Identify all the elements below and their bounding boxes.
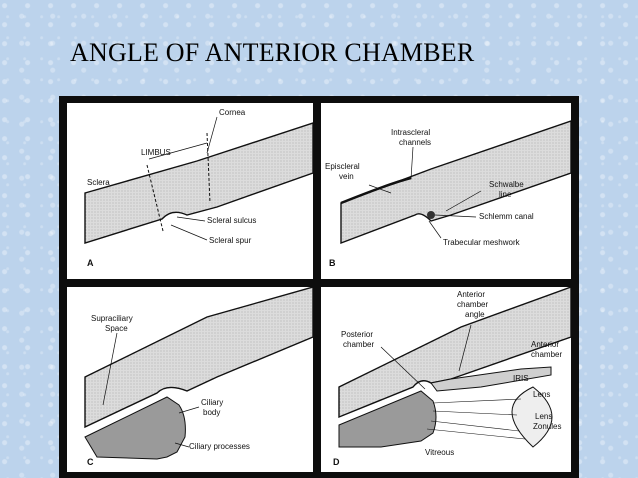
ciliary-body-shape <box>84 396 186 460</box>
schlemm-leader <box>434 214 477 218</box>
spur-leader <box>170 224 208 241</box>
label-schwalbe-2: line <box>499 190 512 199</box>
label-intrascleral-1: Intrascleral <box>391 128 430 137</box>
label-posterior-1: Posterior <box>341 330 373 339</box>
panel-d: Anterior chamber angle Posterior chamber… <box>321 287 571 472</box>
label-ac-angle-3: angle <box>465 310 485 319</box>
panel-b: Intrascleral channels Episcleral vein Sc… <box>321 103 571 279</box>
panel-a: Cornea LIMBUS Sclera Scleral sulcus Scle… <box>67 103 313 279</box>
label-sclera: Sclera <box>87 178 110 187</box>
panel-c-illustration: Supraciliary Space Ciliary body Ciliary … <box>84 287 313 467</box>
ciliary-body-leader <box>178 406 200 414</box>
label-vitreous: Vitreous <box>425 448 454 457</box>
schwalbe-leader <box>445 190 482 212</box>
zonule-fibers <box>426 398 526 440</box>
iris-shape <box>430 366 552 392</box>
supraciliary-leader <box>102 332 118 406</box>
label-ac-angle-1: Anterior <box>457 290 485 299</box>
limbus-line-2 <box>206 132 211 204</box>
label-iris: IRIS <box>513 374 529 383</box>
schlemm-canal-shape <box>427 211 435 219</box>
label-ciliary-body-1: Ciliary <box>201 398 223 407</box>
lens-shape <box>511 386 553 448</box>
label-schlemm: Schlemm canal <box>479 212 534 221</box>
label-limbus: LIMBUS <box>141 148 171 157</box>
label-episcleral-1: Episcleral <box>325 162 360 171</box>
ciliary-processes-leader <box>174 442 190 448</box>
label-ac-angle-2: chamber <box>457 300 488 309</box>
panel-letter-c: C <box>87 457 94 467</box>
cornea-leader <box>206 116 218 154</box>
panel-letter-b: B <box>329 258 336 268</box>
label-trabecular: Trabecular meshwork <box>443 238 521 247</box>
panel-d-illustration: Anterior chamber angle Posterior chamber… <box>333 287 571 467</box>
label-ciliary-body-2: body <box>203 408 220 417</box>
panel-c: Supraciliary Space Ciliary body Ciliary … <box>67 287 313 472</box>
label-lens-zonules-2: Zonules <box>533 422 561 431</box>
cornea-sclera-band-b <box>340 120 571 245</box>
limbus-bracket <box>148 142 208 160</box>
panel-letter-d: D <box>333 457 340 467</box>
episcleral-leader <box>368 184 392 194</box>
cornea-sclera-band-c <box>84 287 313 429</box>
intrascleral-leader <box>410 146 414 180</box>
ciliary-body-shape-d <box>338 390 437 448</box>
episcleral-vein-shape <box>340 176 412 205</box>
ac-angle-leader <box>458 324 472 372</box>
cornea-sclera-band-d <box>338 287 571 419</box>
label-anterior-2: chamber <box>531 350 562 359</box>
label-supraciliary-1: Supraciliary <box>91 314 133 323</box>
label-cornea: Cornea <box>219 108 246 117</box>
panel-b-illustration: Intrascleral channels Episcleral vein Sc… <box>325 120 571 268</box>
label-ciliary-processes: Ciliary processes <box>189 442 250 451</box>
label-episcleral-2: vein <box>339 172 354 181</box>
slide-title: ANGLE OF ANTERIOR CHAMBER <box>70 38 475 67</box>
trabecular-leader <box>428 220 442 239</box>
posterior-chamber-leader <box>380 346 426 390</box>
label-scleral-spur: Scleral spur <box>209 236 252 245</box>
panel-a-illustration: Cornea LIMBUS Sclera Scleral sulcus Scle… <box>84 108 313 268</box>
label-schwalbe-1: Schwalbe <box>489 180 524 189</box>
label-scleral-sulcus: Scleral sulcus <box>207 216 256 225</box>
label-supraciliary-2: Space <box>105 324 128 333</box>
sulcus-leader <box>176 216 206 222</box>
label-posterior-2: chamber <box>343 340 374 349</box>
label-lens-zonules-1: Lens <box>535 412 552 421</box>
diagram-frame: Cornea LIMBUS Sclera Scleral sulcus Scle… <box>59 96 579 478</box>
label-intrascleral-2: channels <box>399 138 431 147</box>
label-anterior-1: Anterior <box>531 340 559 349</box>
cornea-sclera-band <box>84 122 313 244</box>
label-lens: Lens <box>533 390 550 399</box>
panel-letter-a: A <box>87 258 94 268</box>
limbus-line-1 <box>146 164 164 232</box>
